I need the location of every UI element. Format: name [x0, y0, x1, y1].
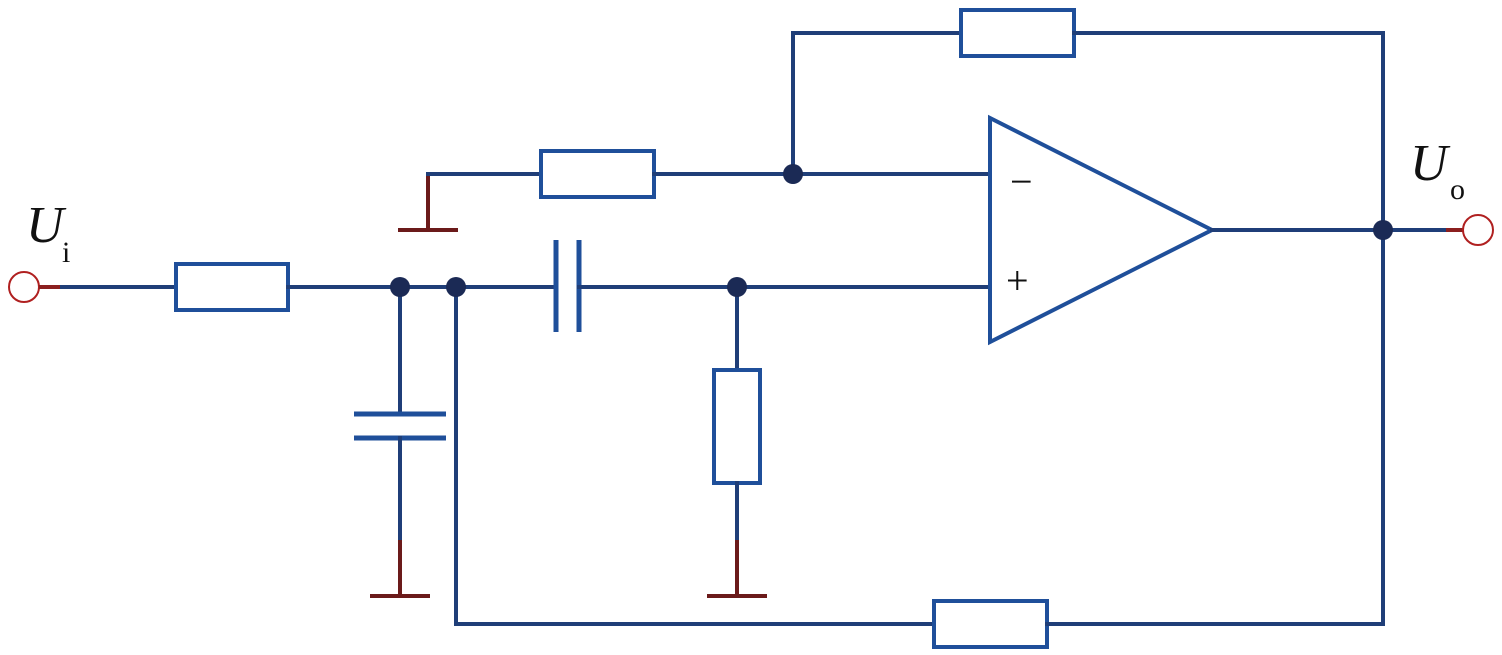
feedback-wire-top-right — [1072, 31, 1385, 232]
feedback-resistor — [959, 8, 1076, 58]
junction-node-d — [783, 164, 803, 184]
junction-output-node — [1373, 220, 1393, 240]
input-label-subscript: i — [62, 236, 70, 269]
output-terminal — [1462, 214, 1494, 246]
op-amp — [988, 114, 1217, 346]
output-label: U — [1410, 135, 1451, 192]
gain-resistor — [539, 149, 656, 199]
input-terminal — [8, 271, 40, 303]
bottom-feedback-wire-left — [454, 285, 936, 626]
shunt-resistor — [712, 368, 762, 485]
feedback-wire-top-left — [791, 31, 963, 176]
input-resistor — [174, 262, 290, 312]
junction-node-a — [390, 277, 410, 297]
bottom-feedback-resistor — [932, 599, 1049, 649]
noninverting-input-sign: + — [1006, 258, 1029, 303]
inverting-input-sign: − — [1010, 159, 1033, 204]
output-label-subscript: o — [1450, 173, 1465, 206]
junction-node-b — [446, 277, 466, 297]
bottom-feedback-wire-right — [1045, 228, 1385, 626]
junction-node-c — [727, 277, 747, 297]
input-label: U — [26, 197, 67, 254]
